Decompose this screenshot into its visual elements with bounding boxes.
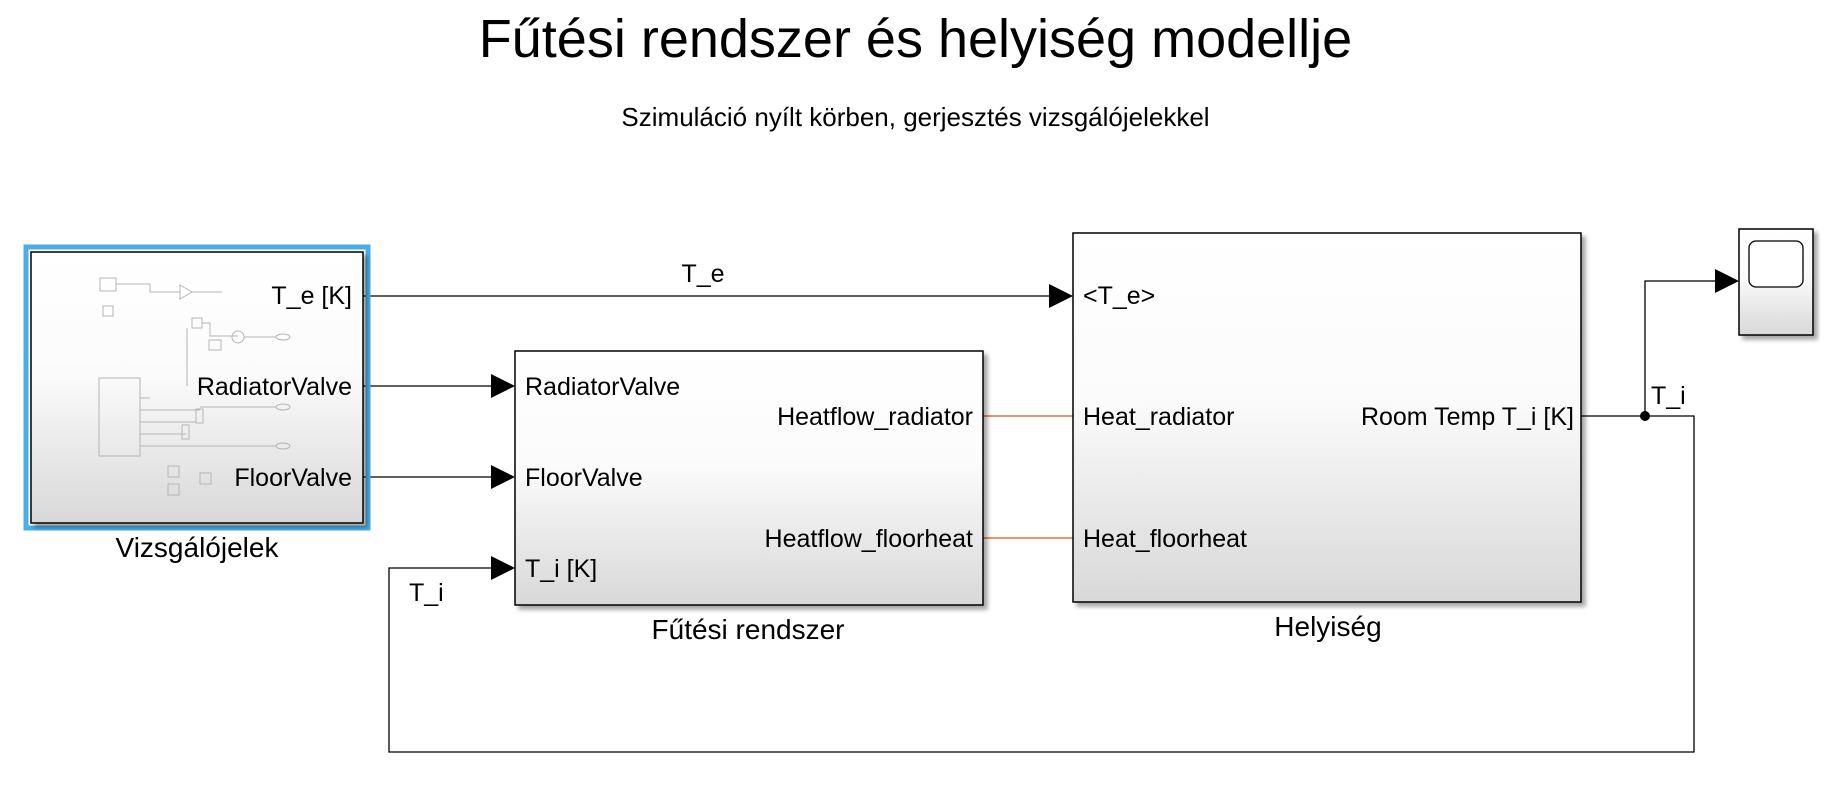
signals-thumbnail <box>98 277 291 496</box>
port-room-heat-floorheat: Heat_floorheat <box>1083 525 1247 553</box>
arrow-floor-valve <box>491 465 515 489</box>
port-signals-floor-valve: FloorValve <box>234 464 352 492</box>
block-heating-name[interactable]: Fűtési rendszer <box>652 614 845 645</box>
line-label-ti-feedback: T_i <box>409 579 444 607</box>
arrow-radiator-valve <box>491 374 515 398</box>
block-signals-name[interactable]: Vizsgálójelek <box>116 532 280 563</box>
port-heating-floor-valve: FloorValve <box>525 464 643 492</box>
block-scope[interactable] <box>1738 228 1814 336</box>
line-label-te: T_e <box>681 260 724 288</box>
arrow-te <box>1049 284 1073 308</box>
block-heating-body[interactable] <box>514 350 984 606</box>
block-heating[interactable]: RadiatorValve FloorValve T_i [K] Heatflo… <box>514 350 984 645</box>
signal-lines <box>363 280 1717 753</box>
line-label-ti-out: T_i <box>1651 382 1686 410</box>
port-heating-heatflow-radiator: Heatflow_radiator <box>777 403 973 431</box>
port-room-te: <T_e> <box>1083 282 1155 310</box>
port-room-temp-ti: Room Temp T_i [K] <box>1361 403 1574 431</box>
arrow-ti-feedback <box>491 556 515 580</box>
port-signals-te: T_e [K] <box>271 282 352 310</box>
port-room-heat-radiator: Heat_radiator <box>1083 403 1234 431</box>
block-room-body[interactable] <box>1072 232 1582 603</box>
selection-highlight <box>23 244 371 531</box>
port-heating-heatflow-floorheat: Heatflow_floorheat <box>765 525 974 553</box>
block-room[interactable]: <T_e> Heat_radiator Heat_floorheat Room … <box>1072 232 1582 642</box>
branch-point[interactable] <box>1640 411 1650 421</box>
arrow-scope <box>1715 269 1739 293</box>
line-ti-feedback[interactable] <box>388 415 1695 753</box>
diagram-subtitle: Szimuláció nyílt körben, gerjesztés vizs… <box>621 102 1210 132</box>
scope-icon <box>1748 240 1804 288</box>
port-heating-ti: T_i [K] <box>525 555 597 583</box>
block-signals[interactable]: T_e [K] RadiatorValve FloorValve Vizsgál… <box>23 244 371 563</box>
diagram-title: Fűtési rendszer és helyiség modellje <box>478 9 1353 69</box>
port-heating-radiator-valve: RadiatorValve <box>525 373 680 401</box>
physical-lines <box>983 415 1073 539</box>
line-ti-to-scope[interactable] <box>1581 280 1717 417</box>
block-room-name[interactable]: Helyiség <box>1274 611 1381 642</box>
port-signals-radiator-valve: RadiatorValve <box>197 373 352 401</box>
block-signals-body[interactable] <box>30 251 364 524</box>
arrowheads <box>491 269 1739 580</box>
